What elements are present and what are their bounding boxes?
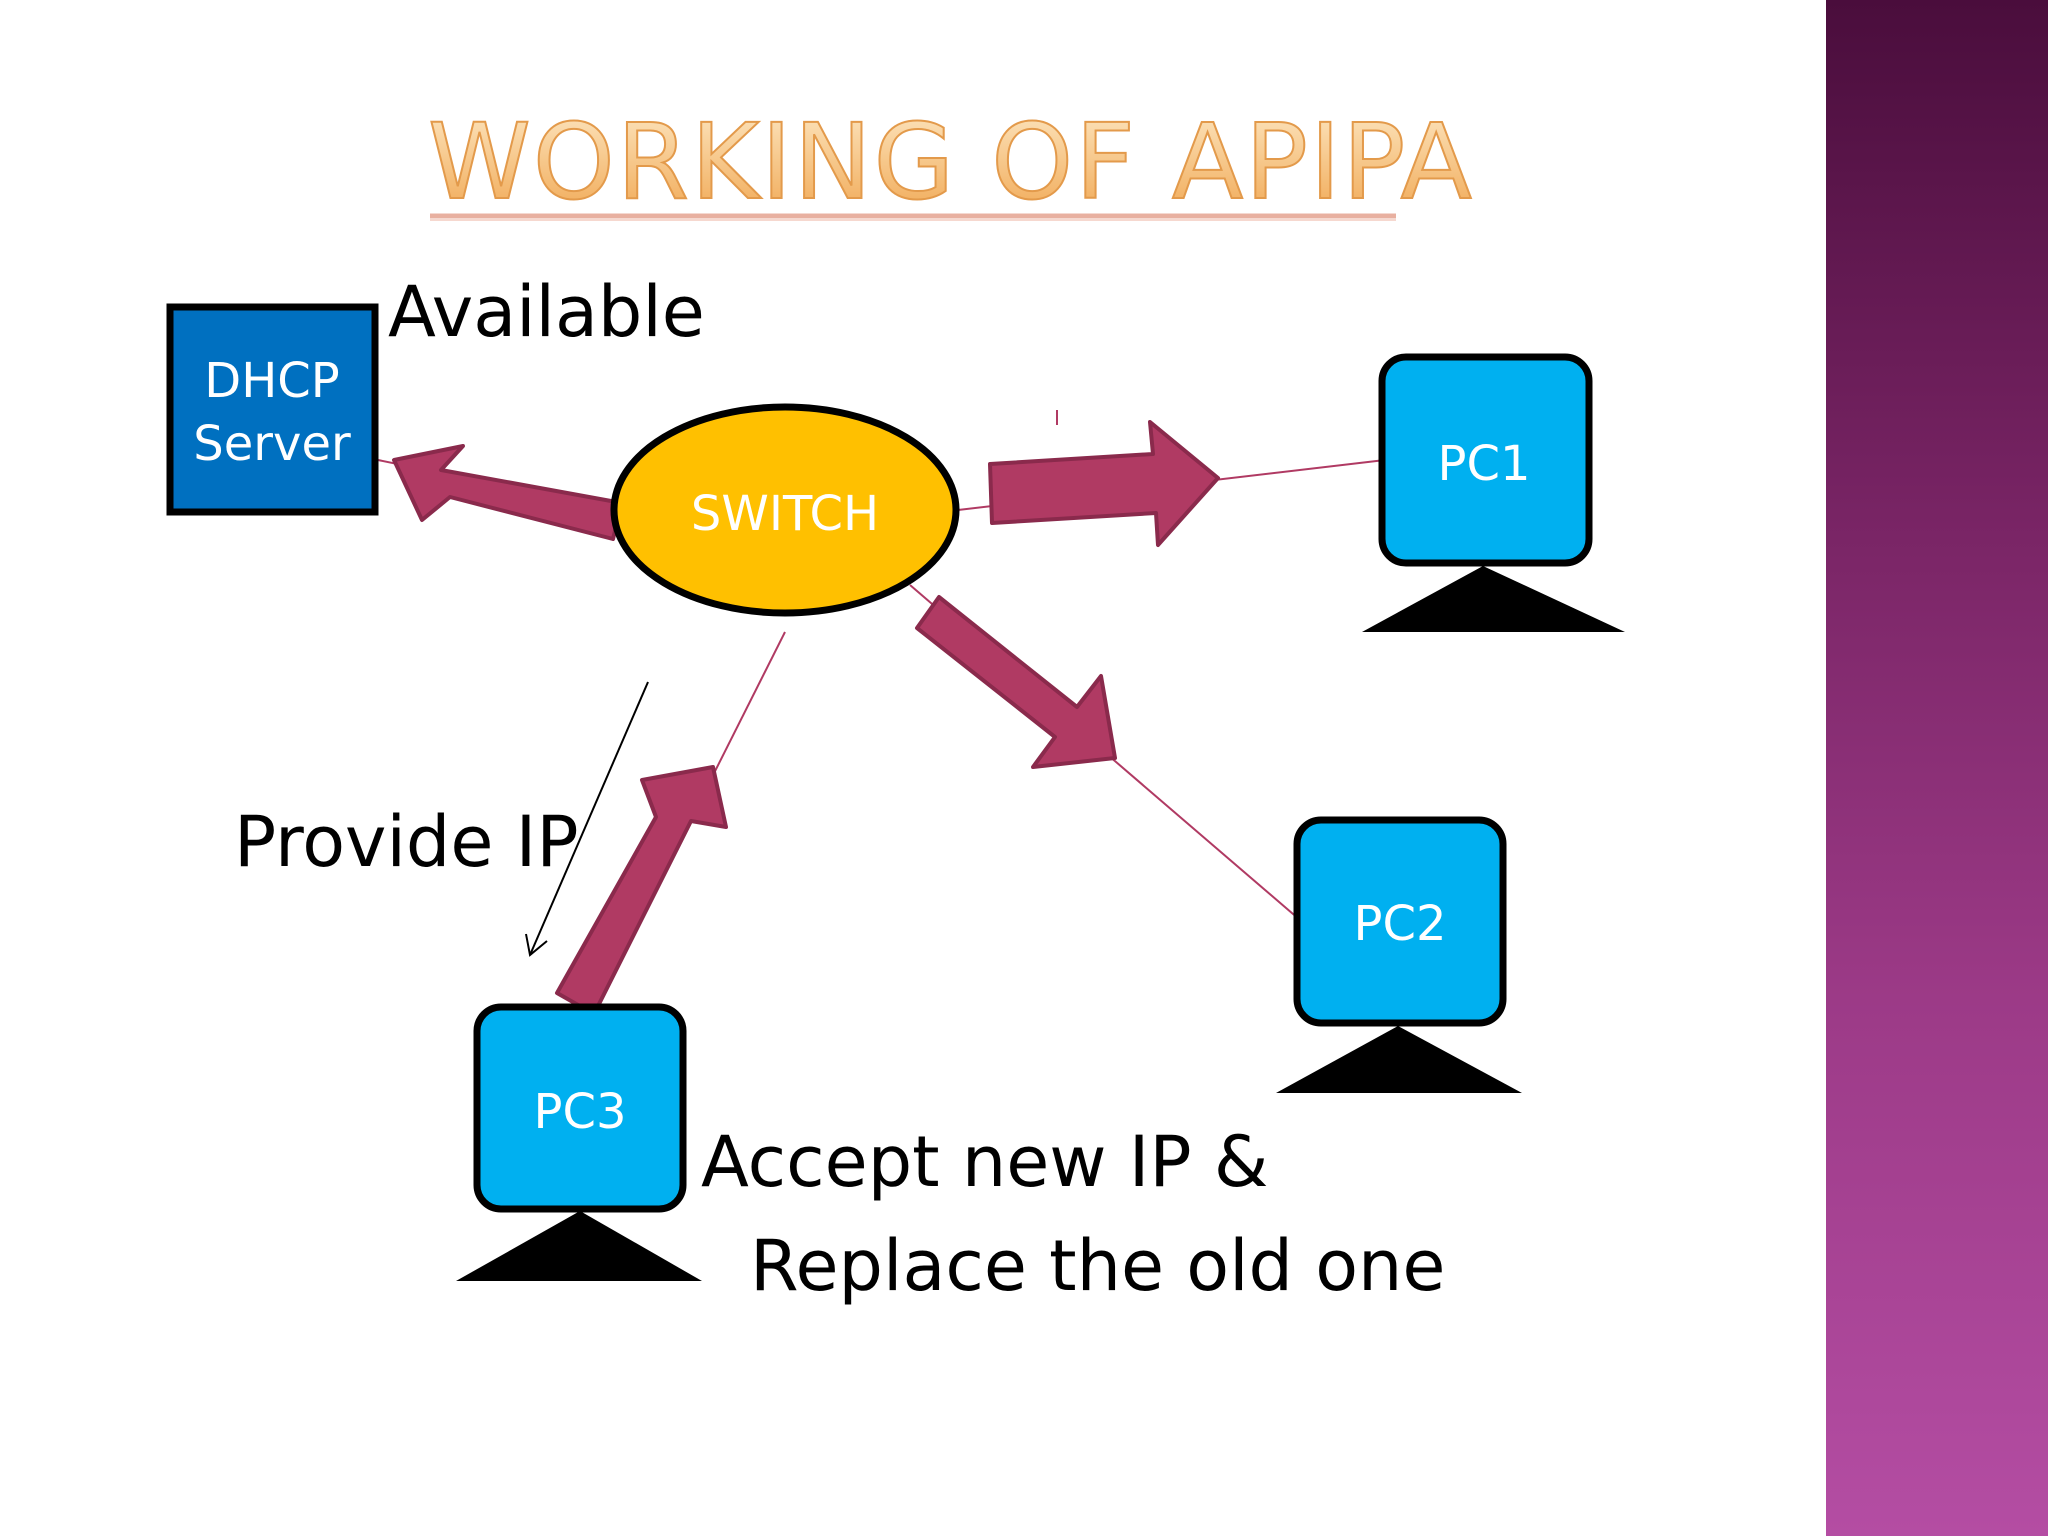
pc2-node: PC2 xyxy=(1276,816,1522,1093)
dhcp-server-node: DHCP Server xyxy=(166,303,379,516)
pc2-label: PC2 xyxy=(1354,896,1447,952)
pc3-label: PC3 xyxy=(534,1084,627,1140)
provide-ip-arrow xyxy=(529,681,649,956)
pc1-stand xyxy=(1362,566,1625,632)
annotation-available: Available xyxy=(388,271,705,353)
page-title: WORKING OF APIPA xyxy=(428,101,1474,223)
pc1-label: PC1 xyxy=(1438,436,1531,492)
annotation-accept-line2: Replace the old one xyxy=(750,1225,1446,1307)
pc2-stand xyxy=(1276,1026,1522,1093)
sidebar-gradient xyxy=(1826,0,2048,1536)
pc3-stand xyxy=(456,1211,702,1281)
annotation-accept-line1: Accept new IP & xyxy=(701,1121,1268,1203)
arrow-from-pc3 xyxy=(555,765,728,1016)
dhcp-label-line1: DHCP xyxy=(204,353,340,409)
switch-label: SWITCH xyxy=(691,486,879,542)
switch-node: SWITCH xyxy=(610,403,960,617)
dhcp-label-line2: Server xyxy=(193,416,351,472)
pc3-node: PC3 xyxy=(456,1003,702,1281)
annotation-provide-ip: Provide IP xyxy=(234,801,579,883)
arrow-to-pc2 xyxy=(915,595,1117,769)
arrow-to-pc1 xyxy=(988,420,1220,547)
pc1-node: PC1 xyxy=(1362,353,1625,632)
arrow-to-dhcp xyxy=(392,444,624,541)
